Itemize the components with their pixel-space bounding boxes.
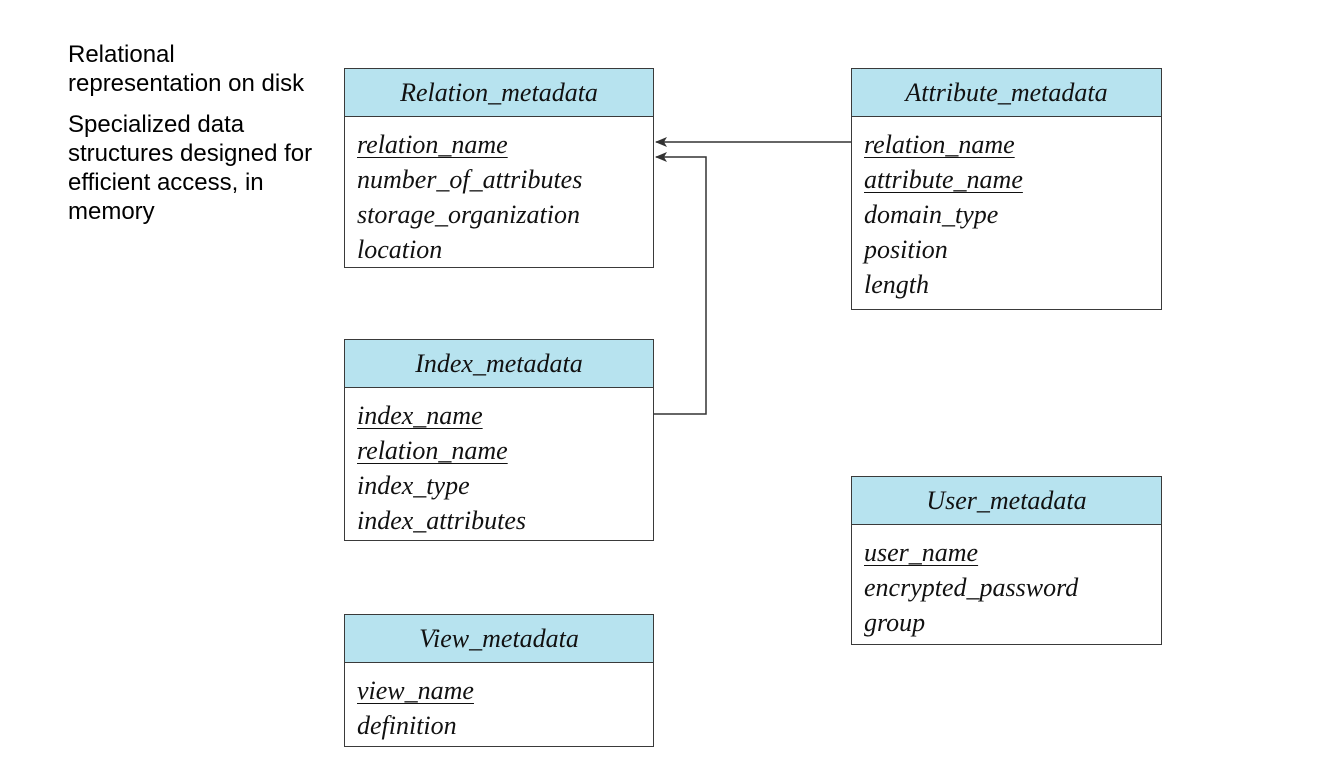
attribute-group: group xyxy=(864,608,926,637)
attribute-metadata-attributes: relation_name attribute_name domain_type… xyxy=(852,117,1161,302)
attribute-encrypted-password: encrypted_password xyxy=(864,573,1079,602)
attribute-storage-organization: storage_organization xyxy=(357,200,580,229)
attribute-length: length xyxy=(864,270,929,299)
user-metadata-attributes: user_name encrypted_password group xyxy=(852,525,1161,640)
attribute-relation-name: relation_name xyxy=(357,436,508,465)
attribute-user-name: user_name xyxy=(864,538,979,567)
view-metadata-attributes: view_name definition xyxy=(345,663,653,743)
attribute-definition: definition xyxy=(357,711,457,740)
index-metadata-title: Index_metadata xyxy=(345,340,653,388)
relationship-index-to-relation-arrow xyxy=(654,152,707,415)
attribute-position: position xyxy=(864,235,948,264)
attribute-location: location xyxy=(357,235,443,264)
attribute-relation-name: relation_name xyxy=(357,130,508,159)
attribute-index-name: index_name xyxy=(357,401,483,430)
attribute-index-type: index_type xyxy=(357,471,470,500)
note-disk: Relational representation on disk xyxy=(68,41,305,97)
index-metadata-table: Index_metadata index_name relation_name … xyxy=(344,339,654,541)
attribute-metadata-table: Attribute_metadata relation_name attribu… xyxy=(851,68,1162,310)
view-metadata-table: View_metadata view_name definition xyxy=(344,614,654,747)
relation-metadata-title: Relation_metadata xyxy=(345,69,653,117)
note-memory: Specialized data structures designed for… xyxy=(68,111,313,225)
relation-metadata-attributes: relation_name number_of_attributes stora… xyxy=(345,117,653,267)
user-metadata-table: User_metadata user_name encrypted_passwo… xyxy=(851,476,1162,645)
view-metadata-title: View_metadata xyxy=(345,615,653,663)
notes: Relational representation on disk Specia… xyxy=(68,40,318,238)
relation-metadata-table: Relation_metadata relation_name number_o… xyxy=(344,68,654,268)
user-metadata-title: User_metadata xyxy=(852,477,1161,525)
attribute-number-of-attributes: number_of_attributes xyxy=(357,165,583,194)
attribute-attribute-name: attribute_name xyxy=(864,165,1023,194)
attribute-relation-name: relation_name xyxy=(864,130,1015,159)
attribute-view-name: view_name xyxy=(357,676,474,705)
attribute-index-attributes: index_attributes xyxy=(357,506,526,535)
attribute-metadata-title: Attribute_metadata xyxy=(852,69,1161,117)
index-metadata-attributes: index_name relation_name index_type inde… xyxy=(345,388,653,538)
attribute-domain-type: domain_type xyxy=(864,200,999,229)
